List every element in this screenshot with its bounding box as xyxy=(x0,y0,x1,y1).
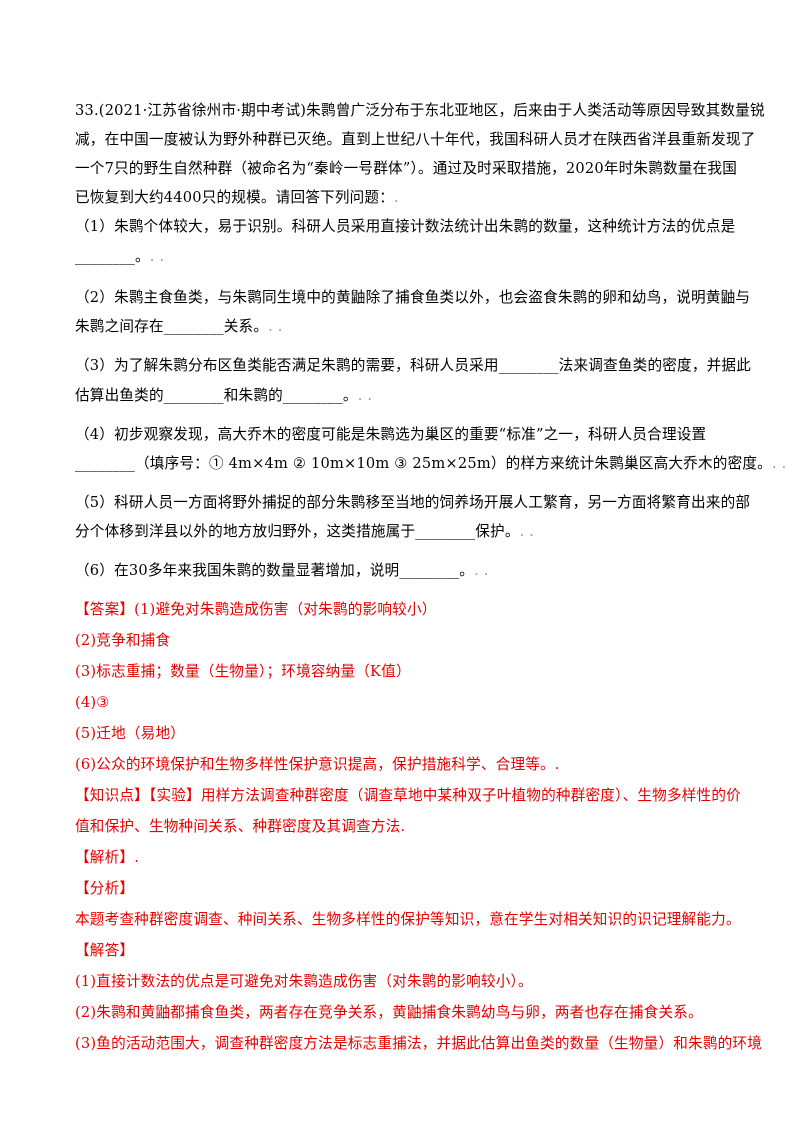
jieda-heading: 【解答】 xyxy=(75,942,135,959)
answer-line: (2)竞争和捕食 xyxy=(75,632,171,649)
question-line: （5）科研人员一方面将野外捕捉的部分朱鹮移至当地的饲养场开展人工繁育，另一方面将… xyxy=(75,494,751,511)
question-line: （2）朱鹮主食鱼类，与朱鹮同生境中的黄鼬除了捕食鱼类以外，也会盗食朱鹮的卵和幼鸟… xyxy=(75,289,751,306)
question-line: 估算出鱼类的________和朱鹮的________。. . xyxy=(75,387,373,404)
answer-line: (3)标志重捕；数量（生物量）；环境容纳量（K值） xyxy=(75,663,411,680)
jieda-line: (3)鱼的活动范围大，调查种群密度方法是标志重捕法，并据此估算出鱼类的数量（生物… xyxy=(75,1035,762,1052)
question-line: （1）朱鹮个体较大，易于识别。科研人员采用直接计数法统计出朱鹮的数量，这种统计方… xyxy=(75,218,736,235)
analysis-heading: 【解析】. xyxy=(75,849,140,866)
question-line: 分个体移到洋县以外的地方放归野外，这类措施属于________保护。. . xyxy=(75,523,535,540)
question-line: 减，在中国一度被认为野外种群已灭绝。直到上世纪八十年代，我国科研人员才在陕西省洋… xyxy=(75,131,756,148)
question-line: （4）初步观察发现，高大乔木的密度可能是朱鹮选为巢区的重要“标准”之一，科研人员… xyxy=(75,426,707,443)
question-line: 33.(2021·江苏省徐州市·期中考试)朱鹮曾广泛分布于东北亚地区，后来由于人… xyxy=(75,102,765,119)
question-line: （3）为了解朱鹮分布区鱼类能否满足朱鹮的需要，科研人员采用________法来调… xyxy=(75,357,752,374)
question-line: ________。. . xyxy=(75,248,165,265)
jieda-line: (2)朱鹮和黄鼬都捕食鱼类，两者存在竞争关系，黄鼬捕食朱鹮幼鸟与卵，两者也存在捕… xyxy=(75,1004,703,1021)
question-line: 一个7只的野生自然种群（被命名为“秦岭一号群体”）。通过及时采取措施，2020年… xyxy=(75,160,737,177)
question-line: ________（填序号：① 4m×4m ② 10m×10m ③ 25m×25m… xyxy=(75,455,787,472)
answer-line: (6)公众的环境保护和生物多样性保护意识提高，保护措施科学、合理等。. xyxy=(75,756,560,773)
fenxi-heading: 【分析】 xyxy=(75,880,135,897)
question-line: 朱鹮之间存在________关系。. . xyxy=(75,318,283,335)
question-line: 已恢复到大约4400只的规模。请回答下列问题：. xyxy=(75,189,399,206)
knowledge-line: 【知识点】【实验】用样方法调查种群密度（调查草地中某种双子叶植物的种群密度）、生… xyxy=(75,787,741,804)
answer-line: (5)迁地（易地） xyxy=(75,725,186,742)
fenxi-text: 本题考查种群密度调查、种间关系、生物多样性的保护等知识，意在学生对相关知识的识记… xyxy=(75,911,741,928)
jieda-line: (1)直接计数法的优点是可避免对朱鹮造成伤害（对朱鹮的影响较小）。 xyxy=(75,973,533,990)
question-line: （6）在30多年来我国朱鹮的数量显著增加，说明________。. . xyxy=(75,562,489,579)
answer-line: (4)③ xyxy=(75,694,110,711)
knowledge-line: 值和保护、生物种间关系、种群密度及其调查方法. xyxy=(75,818,406,835)
answer-line: 【答案】(1)避免对朱鹮造成伤害（对朱鹮的影响较小） xyxy=(75,601,437,618)
